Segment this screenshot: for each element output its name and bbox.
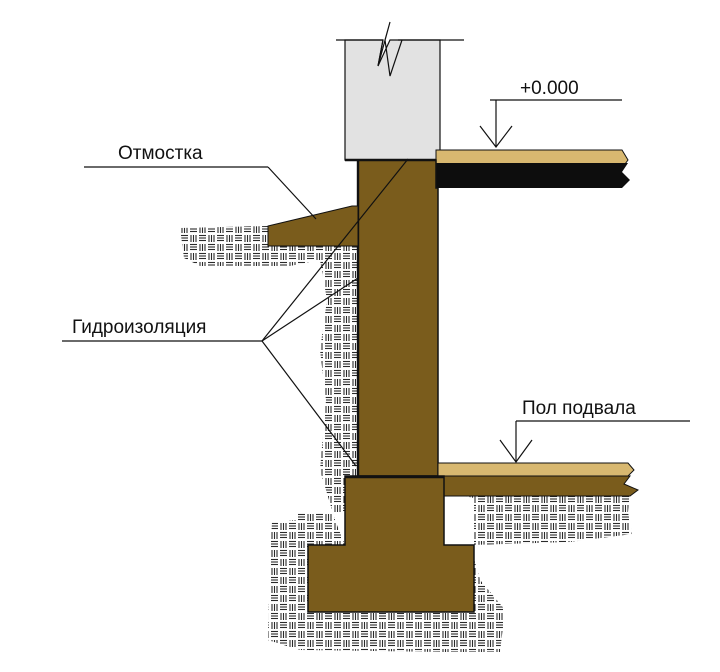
blind-area-label: Отмостка <box>118 143 203 164</box>
upper-wall <box>344 39 441 161</box>
basement-floor-finish <box>437 462 635 477</box>
waterproofing-leader-1 <box>261 158 409 342</box>
waterproofing-leader-3 <box>261 340 357 467</box>
basement-floor-label: Пол подвала <box>522 398 636 419</box>
basement-wall <box>357 159 439 477</box>
level-mark-label: +0.000 <box>520 78 579 99</box>
footing <box>307 475 475 613</box>
waterproofing-leader-2 <box>261 277 359 342</box>
waterproofing-label: Гидроизоляция <box>72 317 206 338</box>
blind-area-leader-diag <box>267 166 317 220</box>
break-zigzag <box>377 21 403 77</box>
floor-slab <box>410 163 630 188</box>
basement-floor-slab <box>443 475 639 497</box>
blind-area <box>267 205 359 247</box>
soil-left <box>180 210 505 652</box>
